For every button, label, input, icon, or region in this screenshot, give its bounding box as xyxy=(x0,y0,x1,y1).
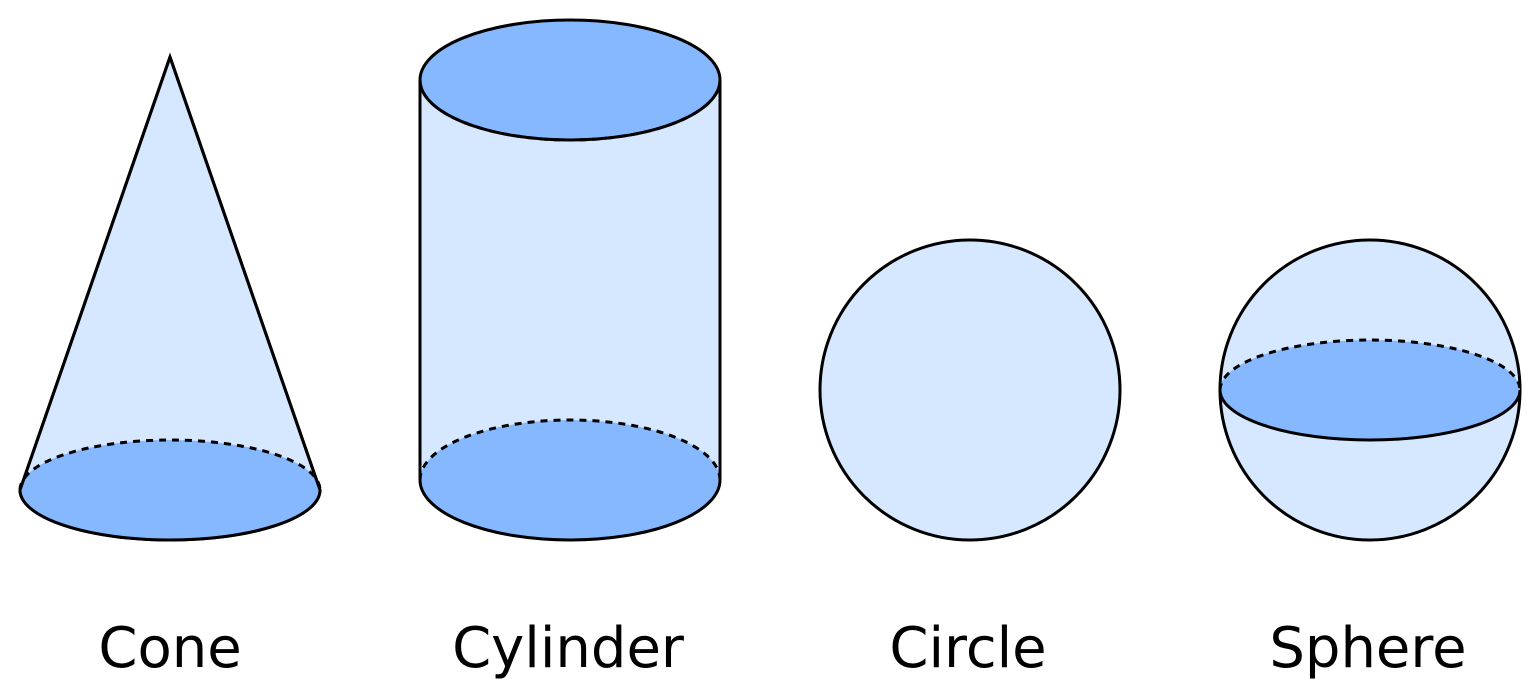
cylinder-figure xyxy=(418,18,722,542)
cone-sides xyxy=(18,52,322,491)
cylinder-bottom-base xyxy=(420,420,720,540)
sphere-equator xyxy=(1220,340,1520,440)
sphere-figure xyxy=(1218,238,1522,542)
cylinder-top-hidden-edge xyxy=(418,79,722,142)
cone-label: Cone xyxy=(98,616,241,681)
circle-label: Circle xyxy=(889,616,1046,681)
cylinder-bottom-hidden-edge xyxy=(418,418,722,481)
cone-base-hidden-edge xyxy=(18,438,322,491)
circle-figure xyxy=(818,238,1122,542)
cylinder-body xyxy=(420,80,720,540)
cylinder-bottom-front-edge xyxy=(418,479,722,542)
sphere-equator-front-edge xyxy=(1218,389,1522,442)
sphere-label: Sphere xyxy=(1269,616,1466,681)
cylinder-label: Cylinder xyxy=(452,616,685,681)
cone-base-front-edge xyxy=(18,489,322,542)
cone-figure xyxy=(18,52,322,542)
sphere-equator-hidden-edge xyxy=(1218,338,1522,391)
circle-shape xyxy=(818,238,1122,542)
cone-base xyxy=(20,440,320,540)
